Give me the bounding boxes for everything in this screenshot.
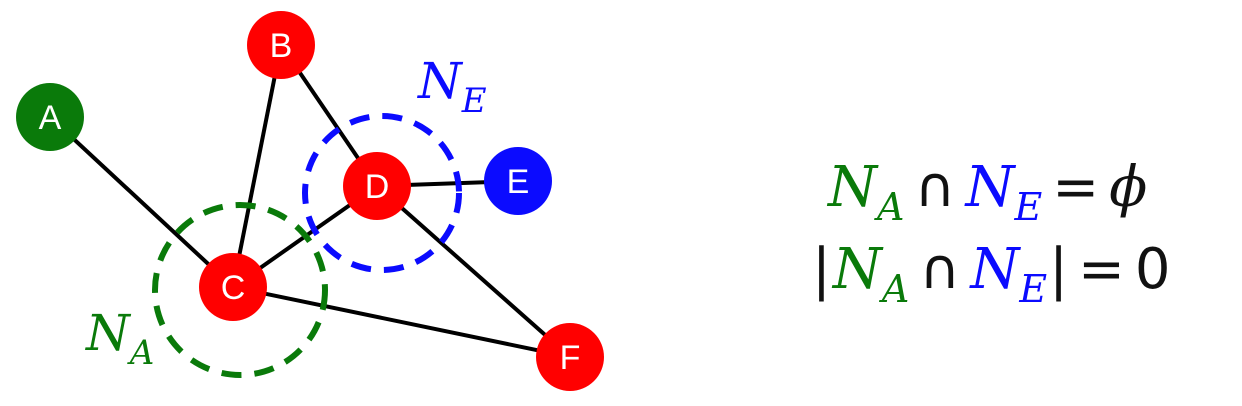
- eq1-n-e: NE: [965, 155, 1043, 229]
- eq2-n-e: NE: [970, 237, 1048, 311]
- node-circle-b: [247, 11, 315, 79]
- node-d: D: [343, 152, 411, 220]
- graph-canvas: A B C D E F NE NA: [16, 11, 604, 391]
- node-label-d: D: [365, 168, 390, 206]
- neighborhood-label-ne: NE: [417, 52, 487, 121]
- node-e: E: [484, 147, 552, 215]
- eq2-zero: 0: [1134, 237, 1171, 302]
- node-circle-c: [199, 253, 267, 321]
- node-circle-d: [343, 152, 411, 220]
- eq2-equals: =: [1077, 237, 1125, 302]
- eq1-n-a: NA: [828, 155, 905, 229]
- node-circle-e: [484, 147, 552, 215]
- node-a: A: [16, 83, 84, 151]
- node-c: C: [199, 253, 267, 321]
- equation-intersection-empty: NA∩NE=ϕ: [828, 160, 1147, 227]
- edge-d-f: [375, 184, 572, 359]
- node-label-c: C: [221, 269, 246, 307]
- equation-intersection-size-zero: |NA∩NE|=0: [812, 242, 1171, 309]
- neighborhood-circle-ne: [302, 113, 462, 273]
- node-f: F: [536, 323, 604, 391]
- neighborhood-label-na: NA: [85, 304, 154, 373]
- node-b: B: [247, 11, 315, 79]
- neighborhood-circles-layer: [152, 113, 462, 378]
- eq2-bar-close: |: [1049, 237, 1068, 302]
- neighborhood-labels-layer: NE NA: [85, 52, 487, 373]
- eq1-intersection: ∩: [914, 155, 956, 220]
- edge-c-f: [232, 285, 571, 359]
- edge-a-c: [48, 115, 235, 289]
- node-label-a: A: [39, 99, 62, 137]
- node-circle-f: [536, 323, 604, 391]
- neighborhood-circle-na: [152, 202, 328, 378]
- eq2-n-a: NA: [832, 237, 910, 311]
- eq1-equals: =: [1052, 155, 1100, 220]
- nodes-layer: A B C D E F: [16, 11, 604, 391]
- node-label-f: F: [560, 339, 581, 377]
- node-label-b: B: [270, 27, 293, 65]
- eq2-intersection: ∩: [919, 237, 961, 302]
- edge-b-c: [231, 44, 283, 288]
- eq2-bar-open: |: [812, 237, 831, 302]
- node-circle-a: [16, 83, 84, 151]
- node-label-e: E: [507, 163, 530, 201]
- eq1-empty-set: ϕ: [1109, 155, 1148, 220]
